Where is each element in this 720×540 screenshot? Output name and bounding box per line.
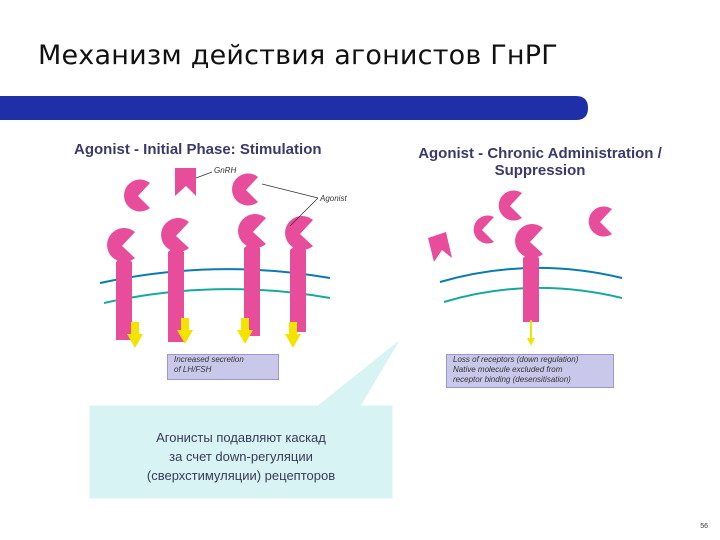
receptor-3 [244, 241, 260, 336]
signal-arrow-3 [237, 318, 253, 344]
slide-title: Механизм действия агонистов ГнРГ [38, 40, 558, 71]
callout-line-3: (сверхстимуляции) рецепторов [146, 468, 336, 483]
native-gnrh-excluded [428, 232, 452, 262]
free-agonist-ligand-2 [232, 173, 258, 206]
bound-ligand-1 [107, 228, 135, 262]
bound-ligand-3 [238, 214, 266, 249]
agonist-label: Agonist [320, 194, 347, 203]
right-panel-title: Agonist - Chronic Administration / Suppr… [395, 145, 685, 179]
receptor-4 [290, 243, 306, 332]
left-result-line-2: of LH/FSH [174, 365, 212, 374]
receptor-remaining [523, 251, 539, 322]
right-panel-title-line-1: Agonist - Chronic Administration / [418, 145, 662, 162]
callout-bubble [89, 341, 399, 499]
signal-arrow-right [527, 320, 535, 346]
gnrh-label: GnRH [214, 166, 237, 175]
signal-arrow-1 [127, 322, 143, 348]
left-result-box: Increased secretion of LH/FSH [167, 354, 279, 380]
free-agonist-ligand-1 [124, 179, 150, 212]
receptor-2 [168, 245, 184, 342]
title-bar [0, 96, 588, 120]
bound-ligand-2 [161, 218, 189, 252]
bound-ligand-right [515, 224, 543, 258]
left-panel-title: Agonist - Initial Phase: Stimulation [74, 141, 322, 158]
free-ligand-right-3 [588, 206, 612, 237]
free-ligand-right-1 [498, 190, 522, 221]
right-result-line-3: receptor binding (desensitisation) [453, 375, 571, 384]
signal-arrow-2 [177, 318, 193, 344]
page-number: 56 [700, 523, 708, 530]
callout-line-2: за счет down-регуляции [169, 449, 313, 464]
free-ligand-right-2 [473, 215, 494, 244]
right-panel-title-line-2: Suppression [494, 162, 586, 179]
gnrh-leader-line [195, 171, 213, 179]
right-result-box: Loss of receptors (down regulation) Nati… [446, 354, 614, 388]
signal-arrow-4 [285, 322, 301, 348]
receptor-1 [116, 255, 132, 340]
agonist-leader-line-1 [261, 183, 319, 199]
right-result-line-1: Loss of receptors (down regulation) [453, 355, 579, 364]
bound-ligand-4 [285, 216, 313, 250]
callout-text: Агонисты подавляют каскад за счет down-р… [92, 428, 390, 485]
right-result-line-2: Native molecule excluded from [453, 365, 563, 374]
callout-line-1: Агонисты подавляют каскад [156, 430, 326, 445]
agonist-leader-line-2 [289, 197, 319, 227]
gnrh-molecule [175, 168, 196, 196]
left-result-line-1: Increased secretion [174, 355, 244, 364]
